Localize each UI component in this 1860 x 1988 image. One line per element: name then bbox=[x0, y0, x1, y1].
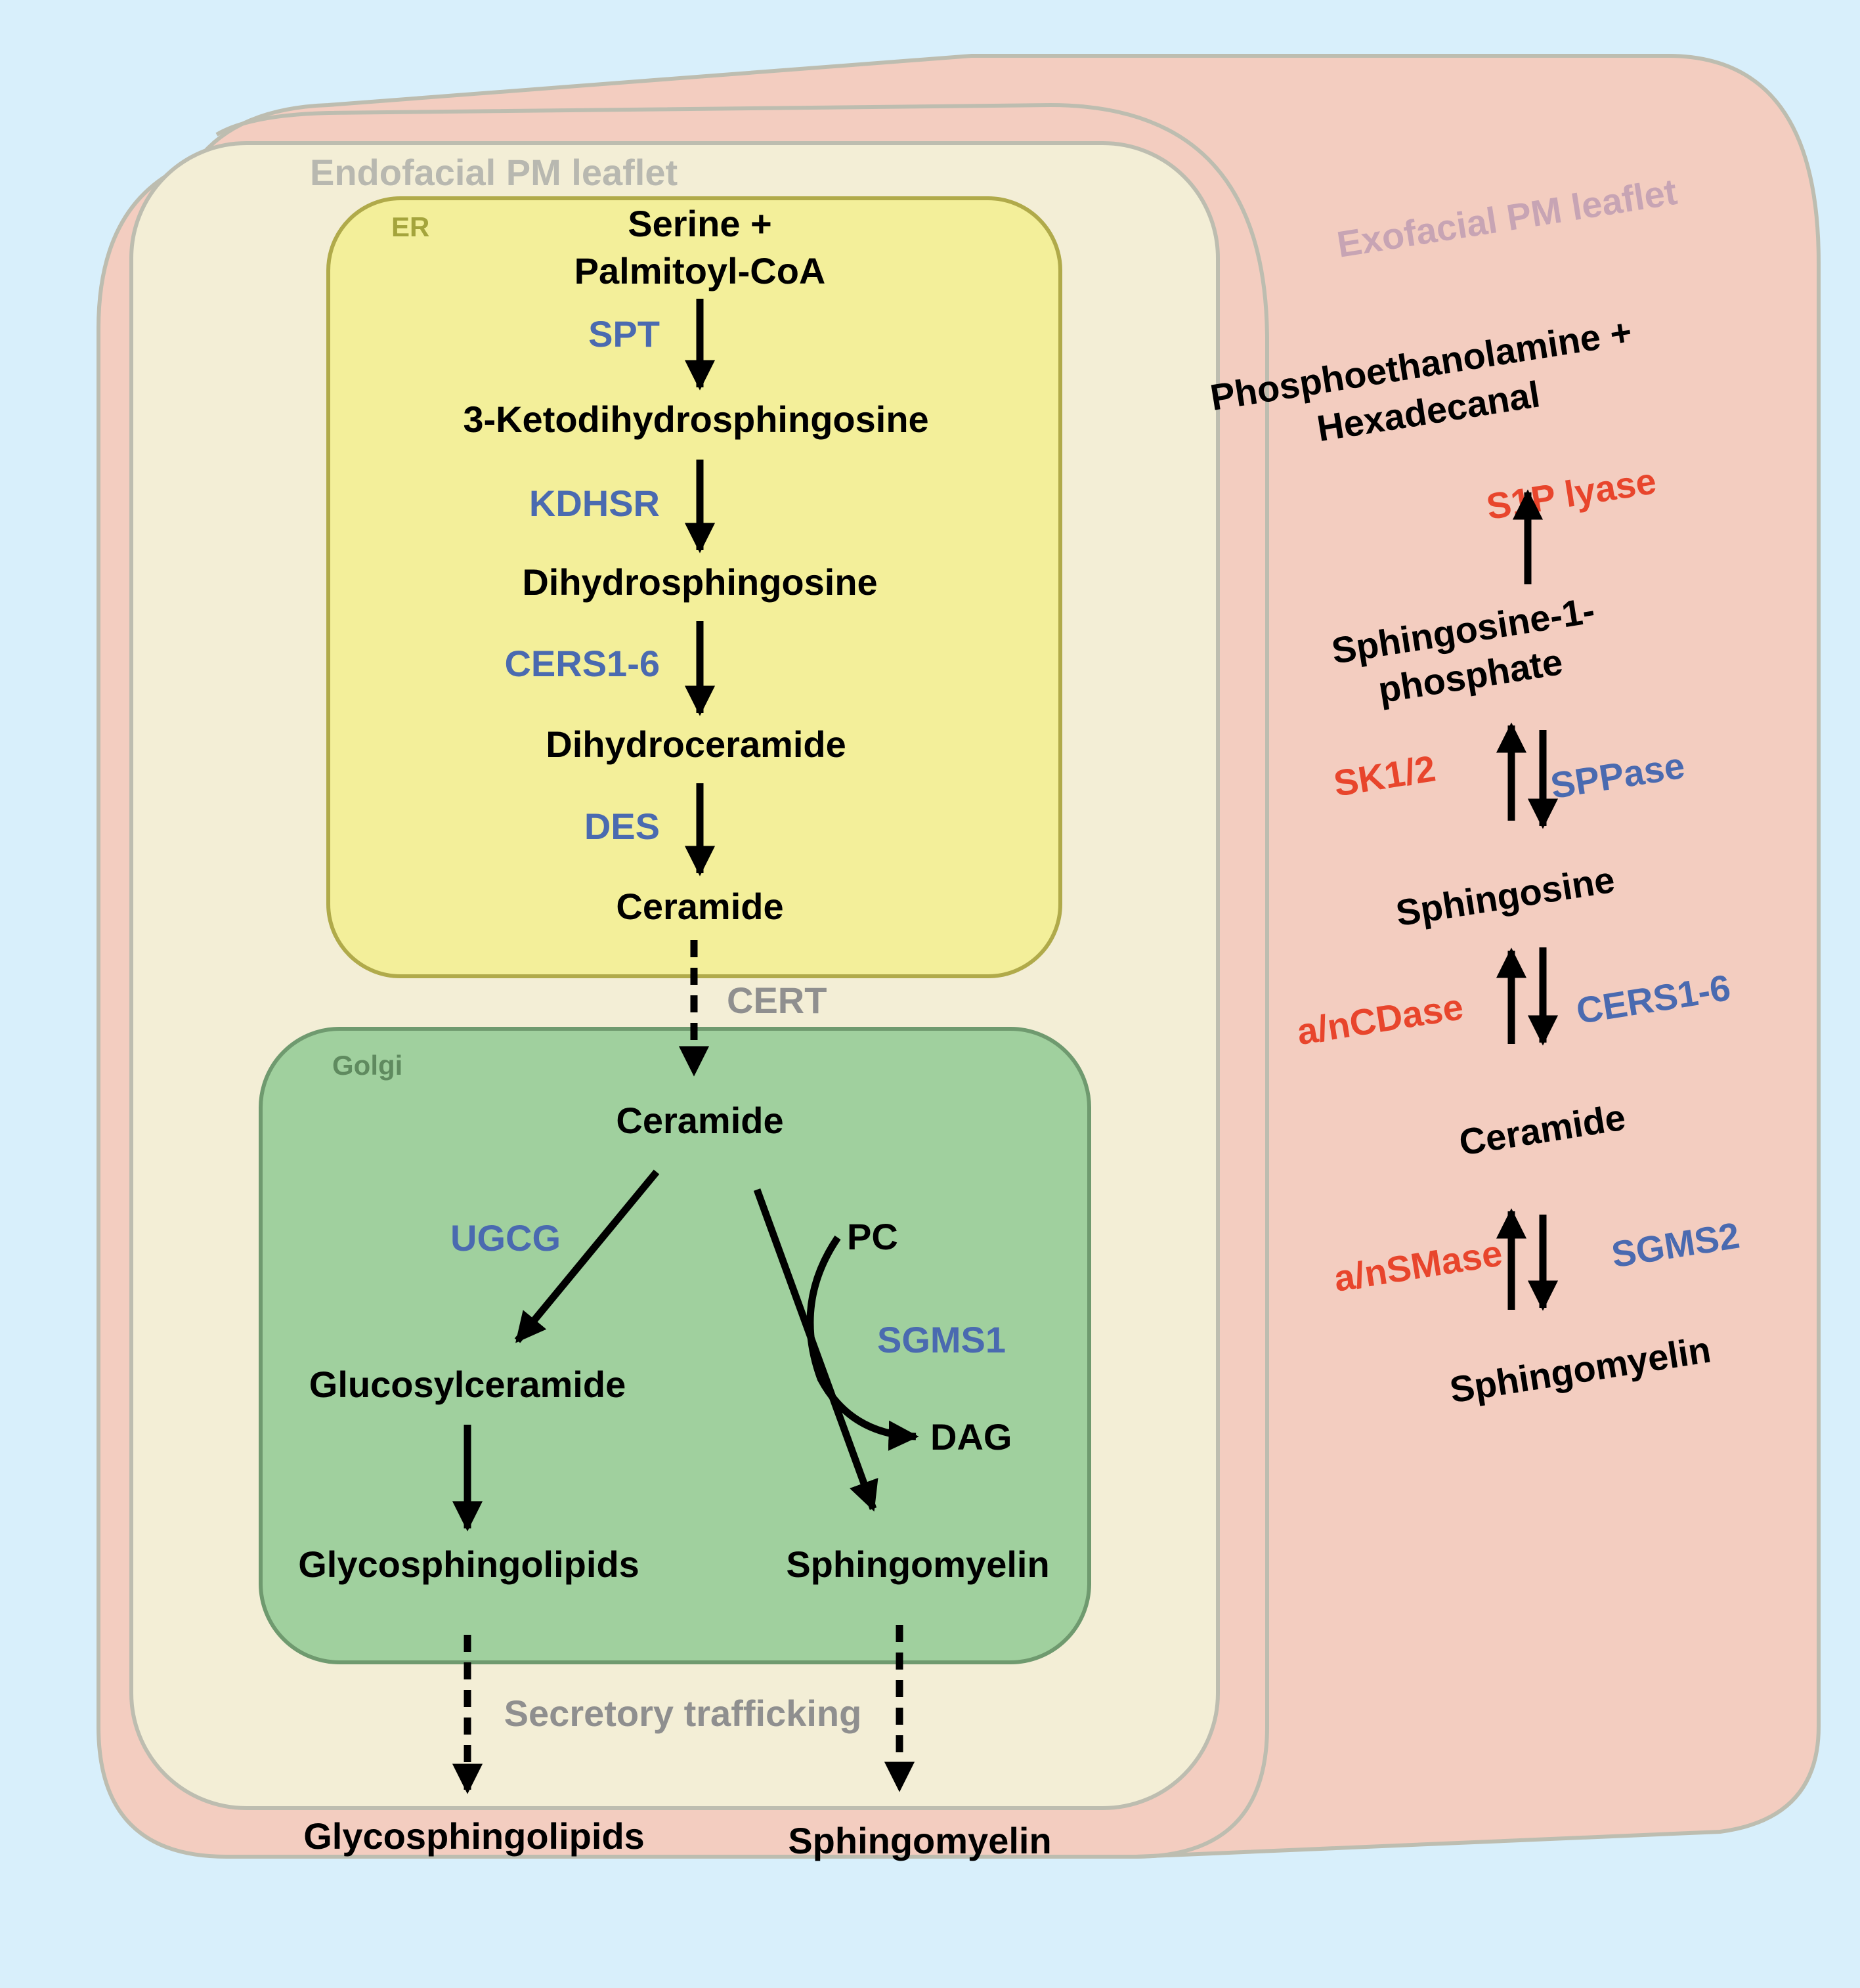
golgi-label: Golgi bbox=[332, 1050, 402, 1081]
cers-enzyme-er: CERS1-6 bbox=[504, 643, 660, 684]
arrow-ugcg bbox=[514, 1169, 660, 1343]
pc-label: PC bbox=[847, 1216, 898, 1257]
ugcg-enzyme: UGCG bbox=[450, 1217, 561, 1259]
dag-label: DAG bbox=[930, 1416, 1012, 1458]
sgms1-enzyme: SGMS1 bbox=[877, 1319, 1006, 1360]
glucosylceramide-label: Glucosylceramide bbox=[309, 1364, 626, 1405]
ceramide-golgi-label: Ceramide bbox=[616, 1100, 783, 1141]
arrow-pc-to-dag bbox=[806, 1235, 919, 1451]
dihydroceramide-label: Dihydroceramide bbox=[546, 724, 846, 765]
serine-label: Serine + bbox=[628, 203, 771, 244]
pm-fold-line bbox=[215, 102, 1269, 1859]
secretory-trafficking-label: Secretory trafficking bbox=[504, 1693, 862, 1734]
dihydrosphingosine-label: Dihydrosphingosine bbox=[522, 561, 877, 603]
ketodihydrosphingosine-label: 3-Ketodihydrosphingosine bbox=[463, 399, 928, 440]
sphingomyelin-golgi-label: Sphingomyelin bbox=[786, 1544, 1049, 1585]
ceramide-er-label: Ceramide bbox=[616, 886, 783, 927]
endofacial-label: Endofacial PM leaflet bbox=[310, 152, 678, 193]
spt-enzyme: SPT bbox=[588, 313, 660, 355]
glycosphingolipids-pm-label: Glycosphingolipids bbox=[303, 1815, 645, 1857]
er-label: ER bbox=[391, 211, 429, 242]
palmitoyl-coa-label: Palmitoyl-CoA bbox=[574, 250, 826, 292]
cert-label: CERT bbox=[727, 980, 827, 1021]
glycosphingolipids-golgi-label: Glycosphingolipids bbox=[298, 1544, 639, 1585]
des-enzyme: DES bbox=[584, 806, 660, 847]
sphingomyelin-pm-label: Sphingomyelin bbox=[788, 1820, 1051, 1861]
kdhsr-enzyme: KDHSR bbox=[529, 483, 660, 524]
